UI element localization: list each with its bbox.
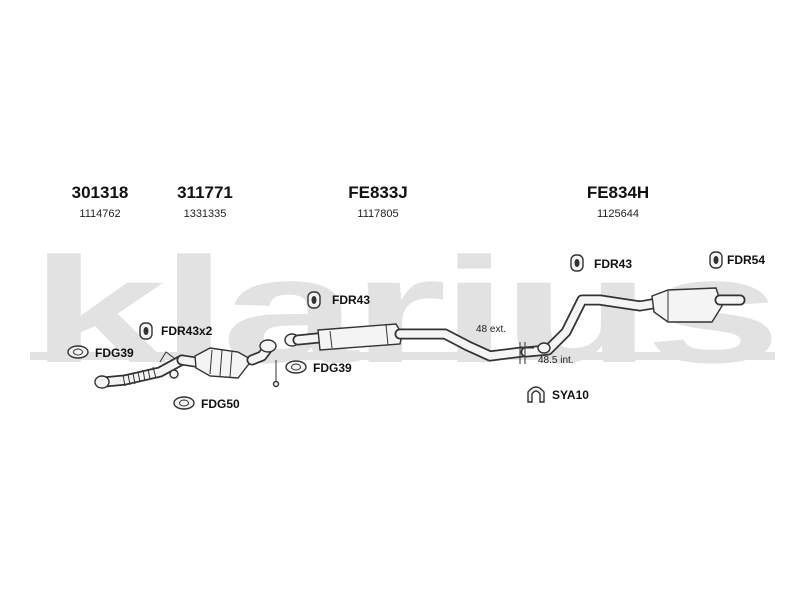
callout-fdr54: FDR54 [709, 251, 765, 269]
gasket-icon [285, 360, 307, 374]
silencer-body [651, 287, 723, 323]
rear-silencer-part [520, 287, 746, 358]
callout-fdg39-mid: FDG39 [285, 360, 352, 375]
centre-silencer-part [284, 323, 528, 362]
part-code: 1114762 [79, 208, 120, 220]
callout-fdr43x2: FDR43x2 [139, 322, 213, 340]
dimension-ext-label: 48 ext. [476, 324, 506, 335]
rubber-hanger-icon [139, 322, 153, 340]
callout-fdr43-mid: FDR43 [307, 291, 370, 309]
catalytic-converter-part [176, 339, 280, 388]
callout-label: FDG50 [201, 397, 240, 411]
gasket-icon [67, 345, 89, 359]
part-label-311771: 311771 1331335 [177, 183, 233, 220]
callout-label: SYA10 [552, 388, 589, 402]
flange-icon [259, 339, 277, 353]
front-pipe-part [94, 351, 188, 389]
part-number: 301318 [72, 183, 129, 202]
pipe-joint-dimension: 48 ext. 48.5 int. [476, 324, 574, 366]
callout-fdr43-top: FDR43 [570, 254, 632, 272]
flange-icon [94, 375, 110, 389]
part-label-301318: 301318 1114762 [72, 183, 129, 220]
callout-label: FDR54 [727, 253, 765, 267]
watermark-underline [30, 352, 775, 360]
part-code: 1117805 [357, 208, 398, 220]
rubber-hanger-icon [709, 251, 723, 269]
rubber-hanger-icon [570, 254, 584, 272]
callout-label: FDR43 [594, 257, 632, 271]
oxygen-sensor-icon [272, 360, 280, 388]
part-code: 1331335 [184, 208, 227, 220]
callout-fdg39-left: FDG39 [67, 345, 134, 360]
rubber-hanger-icon [307, 291, 321, 309]
part-number: FE833J [348, 183, 408, 202]
gasket-icon [173, 396, 195, 410]
bolt-icon [169, 369, 179, 379]
callout-label: FDR43 [332, 293, 370, 307]
part-number: FE834H [587, 183, 649, 202]
callout-sya10: SYA10 [527, 386, 589, 403]
part-code: 1125644 [597, 208, 639, 220]
callout-label: FDR43x2 [161, 324, 213, 338]
part-label-fe833j: FE833J 1117805 [348, 183, 408, 220]
part-label-fe834h: FE834H 1125644 [587, 183, 649, 220]
dimension-int-label: 48.5 int. [538, 355, 574, 366]
callout-fdg50: FDG50 [173, 396, 240, 411]
part-number: 311771 [177, 183, 233, 202]
callout-label: FDG39 [95, 346, 134, 360]
callout-label: FDG39 [313, 361, 352, 375]
clamp-icon [527, 386, 545, 403]
clamp-icon [537, 342, 551, 354]
